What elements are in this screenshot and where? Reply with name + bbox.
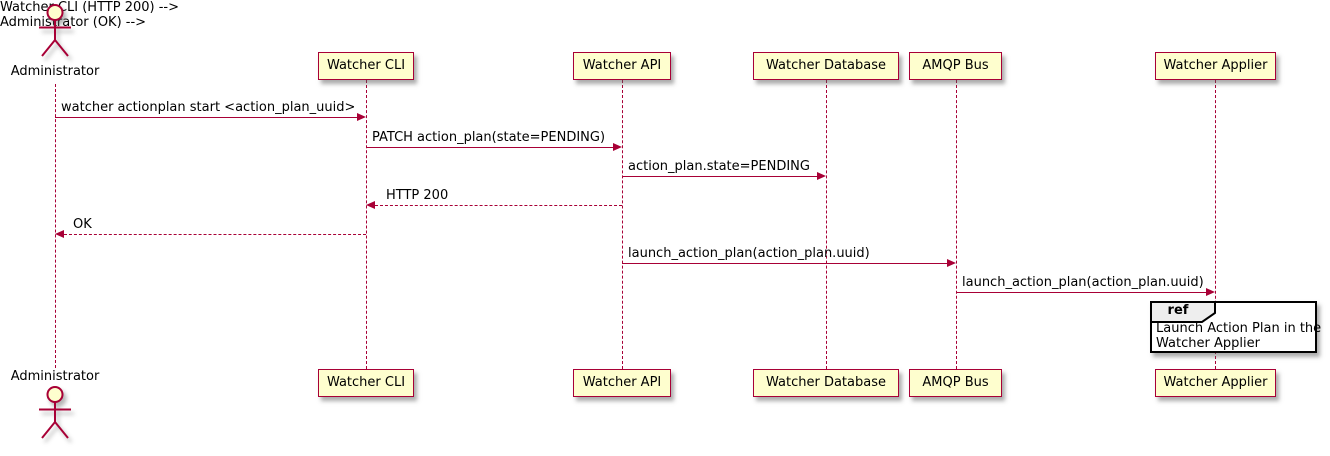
ref-tab-icon bbox=[1150, 301, 1216, 323]
participant-watcher-api-bottom: Watcher API bbox=[573, 369, 671, 397]
participant-watcher-api-top: Watcher API bbox=[573, 52, 671, 80]
arrowhead-right-icon bbox=[817, 172, 826, 180]
message-label: HTTP 200 bbox=[386, 188, 449, 203]
message-line bbox=[622, 176, 817, 177]
actor-label-administrator-top: Administrator bbox=[10, 64, 100, 79]
actor-administrator-icon bbox=[39, 386, 71, 439]
participant-watcher-database-bottom: Watcher Database bbox=[753, 369, 899, 397]
message-label: action_plan.state=PENDING bbox=[628, 159, 810, 174]
arrowhead-right-icon bbox=[613, 143, 622, 151]
arrowhead-left-icon bbox=[366, 201, 375, 209]
lifeline-watcher-api bbox=[622, 80, 623, 369]
lifeline-watcher-applier bbox=[1215, 80, 1216, 369]
ref-text: Launch Action Plan in the Watcher Applie… bbox=[1156, 321, 1321, 351]
message-label: launch_action_plan(action_plan.uuid) bbox=[628, 246, 870, 261]
ref-text-line1: Launch Action Plan in the bbox=[1156, 321, 1322, 336]
message-line bbox=[622, 263, 947, 264]
message-label: watcher actionplan start <action_plan_uu… bbox=[61, 100, 356, 115]
ref-fragment: ref Launch Action Plan in the Watcher Ap… bbox=[1150, 301, 1321, 353]
actor-label-administrator-bottom: Administrator bbox=[10, 369, 100, 384]
participant-watcher-applier-top: Watcher Applier bbox=[1155, 52, 1276, 80]
arrowhead-right-icon bbox=[357, 113, 366, 121]
arrowhead-left-icon bbox=[55, 230, 64, 238]
message-line bbox=[956, 292, 1206, 293]
participant-watcher-cli-bottom: Watcher CLI bbox=[318, 369, 414, 397]
participant-watcher-cli-top: Watcher CLI bbox=[318, 52, 414, 80]
message-label: PATCH action_plan(state=PENDING) bbox=[372, 130, 606, 145]
actor-administrator-icon bbox=[39, 4, 71, 57]
arrowhead-right-icon bbox=[947, 259, 956, 267]
participant-watcher-database-top: Watcher Database bbox=[753, 52, 899, 80]
lifeline-amqp-bus bbox=[956, 80, 957, 369]
lifeline-watcher-cli bbox=[366, 80, 367, 369]
message-line bbox=[64, 234, 366, 235]
message-line bbox=[55, 117, 357, 118]
participant-amqp-bus-bottom: AMQP Bus bbox=[909, 369, 1002, 397]
lifeline-administrator bbox=[55, 84, 56, 368]
participant-amqp-bus-top: AMQP Bus bbox=[909, 52, 1002, 80]
message-line bbox=[366, 147, 613, 148]
message-line bbox=[375, 205, 622, 206]
participant-watcher-applier-bottom: Watcher Applier bbox=[1155, 369, 1276, 397]
message-label: OK bbox=[73, 217, 92, 232]
message-label: launch_action_plan(action_plan.uuid) bbox=[962, 275, 1204, 290]
ref-keyword: ref bbox=[1167, 303, 1189, 318]
ref-text-line2: Watcher Applier bbox=[1156, 336, 1260, 351]
arrowhead-right-icon bbox=[1206, 288, 1215, 296]
lifeline-watcher-database bbox=[826, 80, 827, 369]
